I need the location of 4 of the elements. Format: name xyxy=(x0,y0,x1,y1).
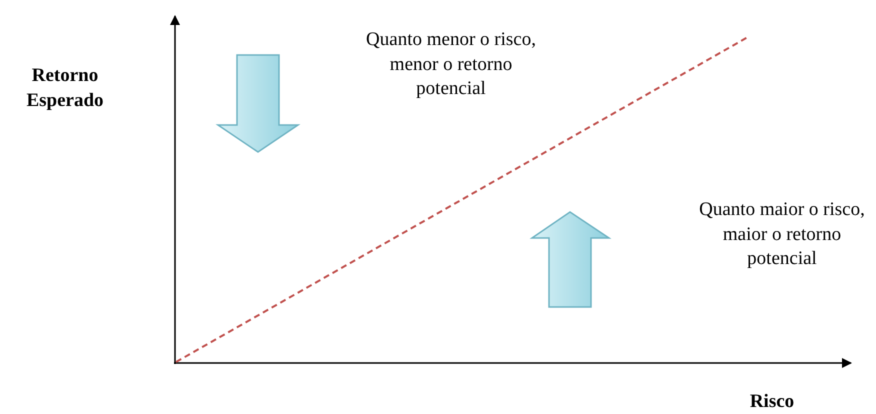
note-text: Quanto maior o risco, maior o retorno potencial xyxy=(698,198,866,272)
axis-label: Retorno Esperado xyxy=(25,64,105,113)
note-text: Quanto menor o risco, menor o retorno potencial xyxy=(365,28,537,102)
axis-label: Risco xyxy=(748,390,796,414)
